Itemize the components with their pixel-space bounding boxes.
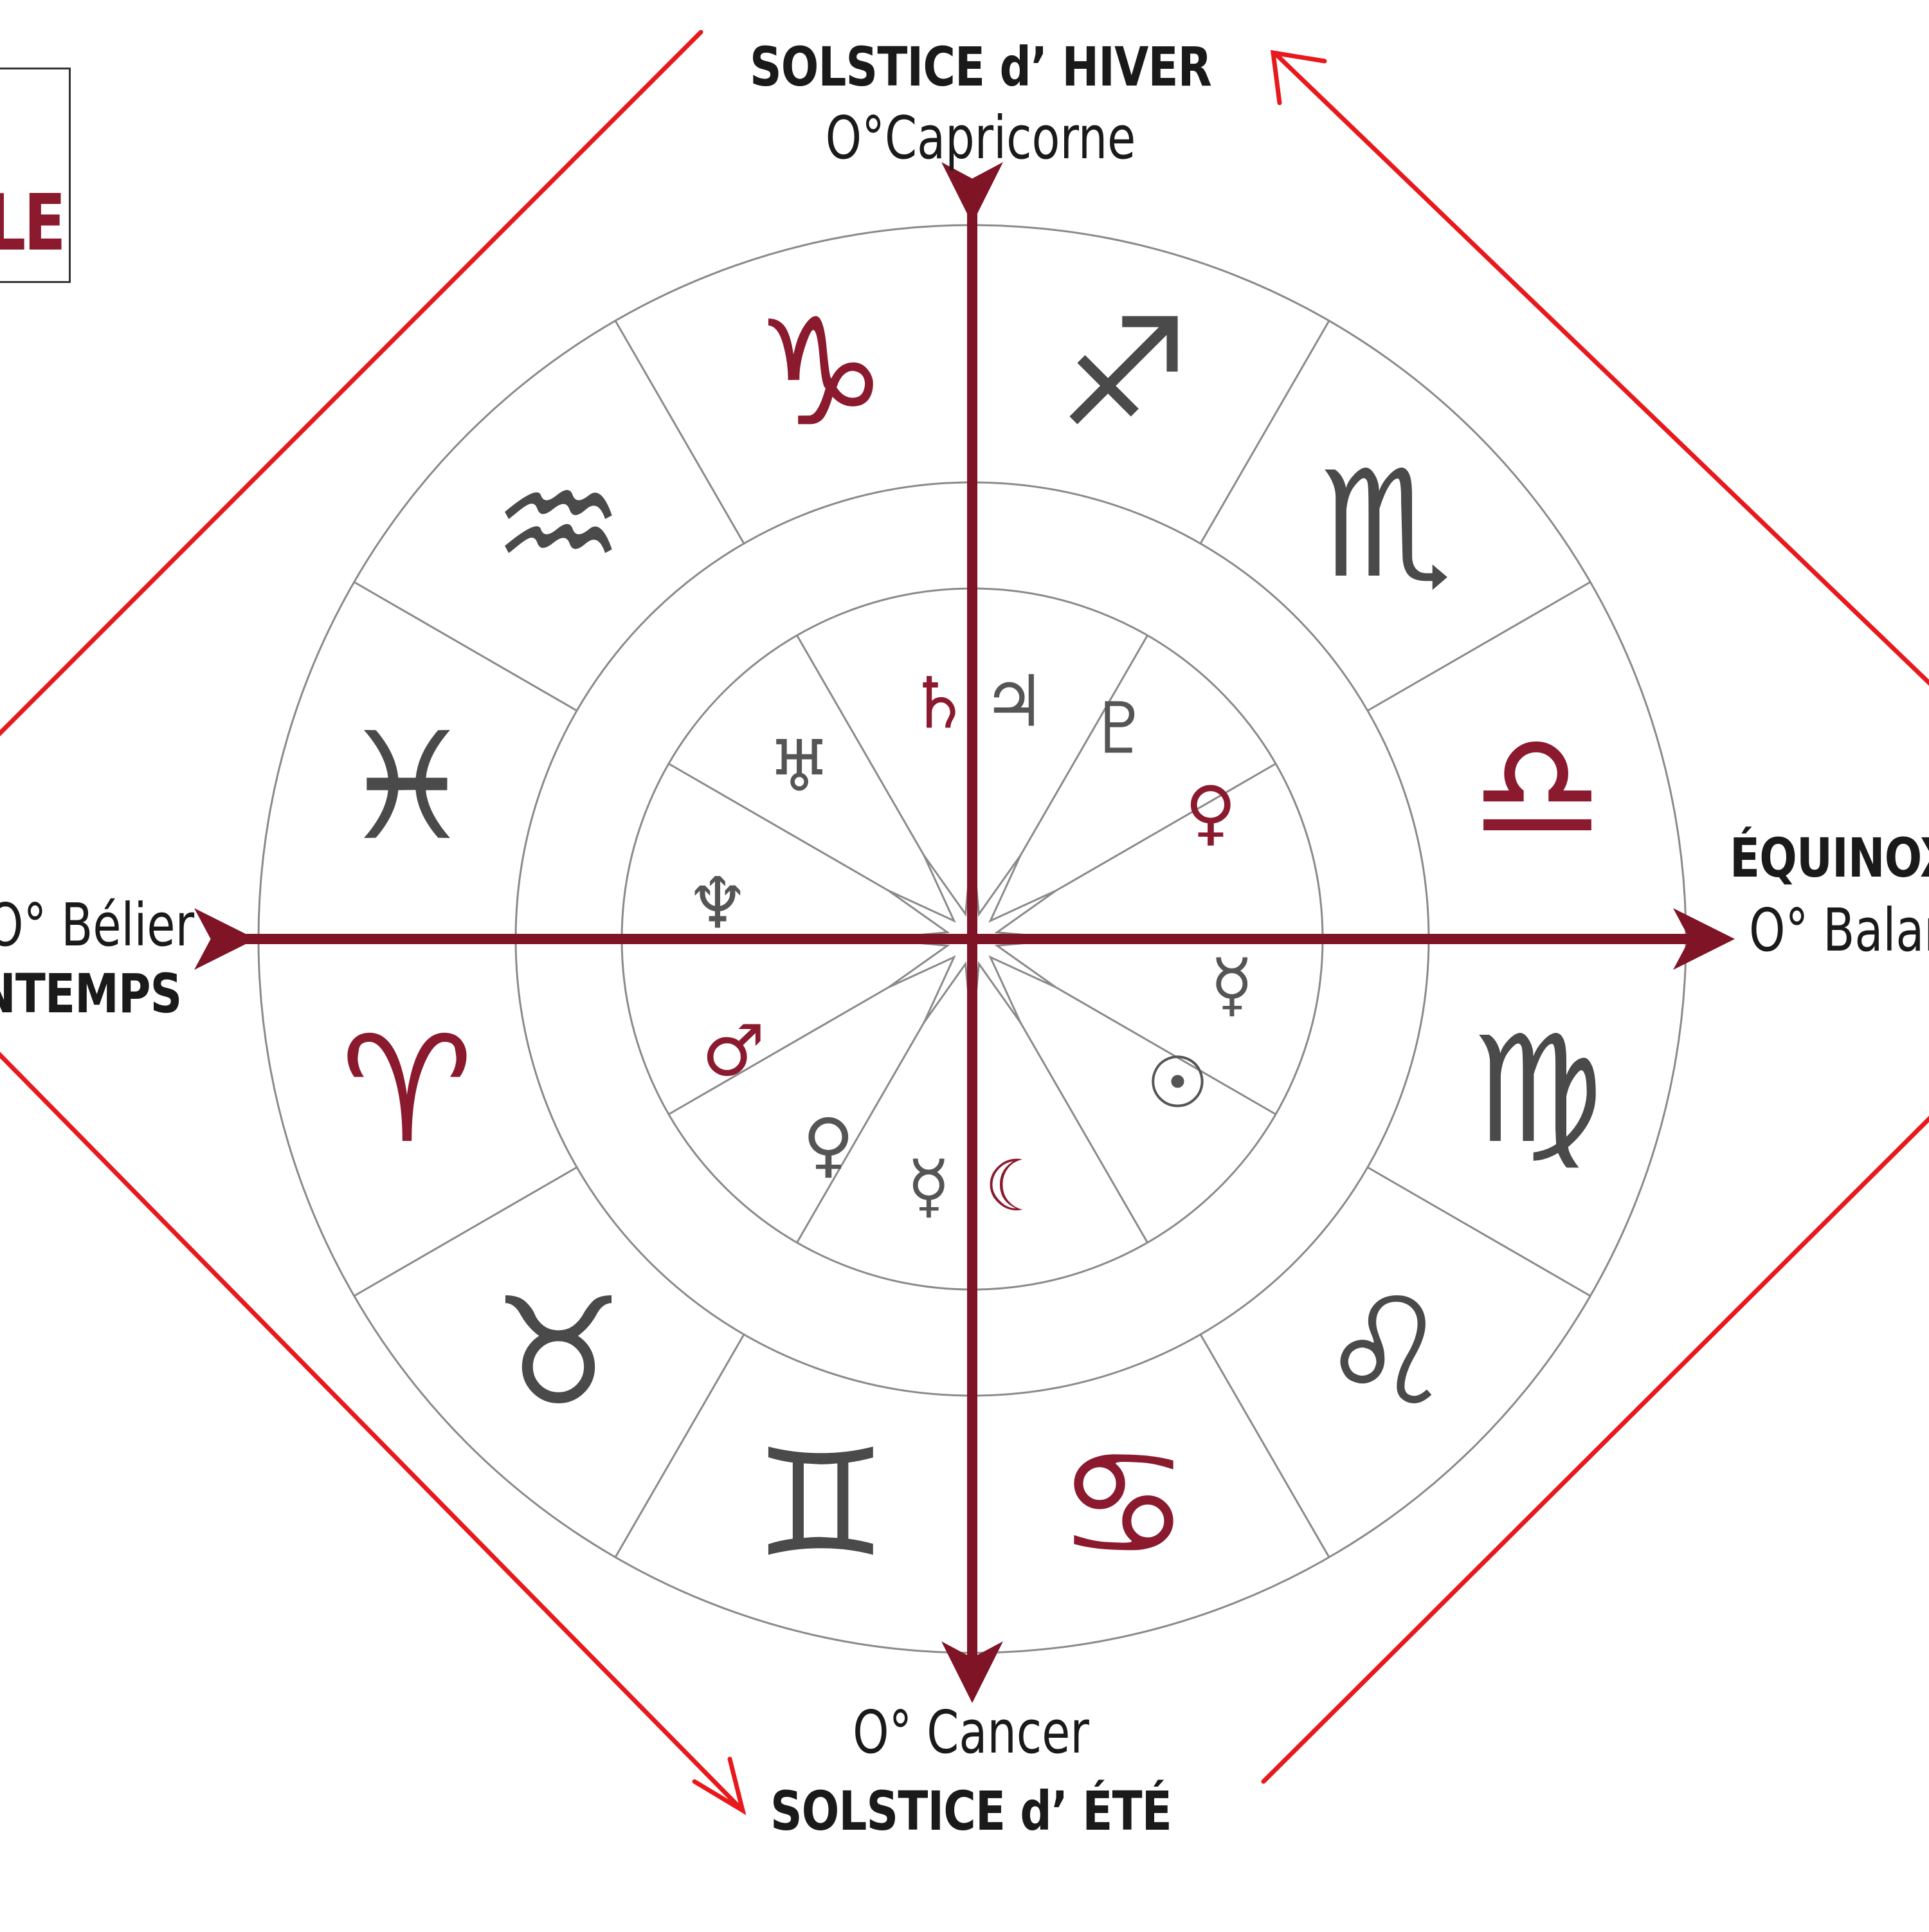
sun-icon: ☉ [1146, 1042, 1209, 1124]
cancer-icon: ♋ [1057, 1418, 1190, 1590]
spring-equinox-label: O° Bélier RINTEMPS [0, 891, 253, 1025]
neptune-icon: ♆ [686, 862, 750, 944]
venus-icon: ♀ [1185, 771, 1237, 853]
planet-divider [796, 1016, 928, 1243]
planet-dividers [668, 635, 1276, 1243]
virgo-icon: ♍ [1471, 1005, 1604, 1176]
mars-icon: ♂ [702, 1009, 765, 1091]
zodiac-glyphs: ♑ ♐ ♏♎ ♍♌ ♋ ♊ ♉♈ ♓♒ [341, 288, 1604, 1590]
zodiac-divider [1199, 320, 1330, 544]
arrow-bottom-right [1261, 1115, 1929, 1784]
arrow-left-bottom [0, 1052, 742, 1810]
winter-solstice-title: SOLSTICE d’ HIVER [749, 35, 1212, 98]
capricorn-degree: O°Capricorne [825, 104, 1136, 172]
saturn-icon: ♄ [907, 662, 971, 745]
autumn-equinox-label: ÉQUINOX O° Balar [1730, 826, 1929, 965]
zodiac-divider [614, 320, 745, 544]
mercury-icon: ☿ [1210, 943, 1254, 1026]
zodiac-divider [1199, 1334, 1330, 1558]
planet-divider [1016, 635, 1148, 862]
summer-solstice-label: O° Cancer SOLSTICE d’ ÉTÉ [630, 1698, 1312, 1843]
mercury-icon-2: ☿ [907, 1145, 951, 1227]
planet-divider [1049, 983, 1276, 1115]
zodiac-divider [614, 1334, 745, 1558]
uranus-icon: ♅ [768, 725, 831, 807]
gemini-icon: ♊ [754, 1418, 887, 1590]
cancer-degree: O° Cancer [853, 1698, 1089, 1767]
libra-degree: O° Balar [1749, 896, 1929, 965]
zodiac-divider [1367, 581, 1591, 712]
taurus-icon: ♉ [492, 1267, 624, 1439]
axes [194, 162, 1735, 1703]
planet-divider [668, 763, 895, 895]
zodiac-divider [1367, 1166, 1591, 1297]
planet-divider [1016, 1016, 1148, 1243]
pluto-icon: ♇ [1088, 687, 1152, 769]
aries-icon: ♈ [341, 1005, 473, 1176]
arrowhead-top [1270, 50, 1327, 105]
aquarius-icon: ♒ [492, 439, 624, 611]
scorpio-icon: ♏ [1319, 439, 1452, 611]
sagittarius-icon: ♐ [1057, 288, 1190, 460]
zodiac-dividers [353, 320, 1591, 1558]
zodiac-divider [353, 1166, 577, 1297]
leo-icon: ♌ [1319, 1267, 1452, 1439]
planet-divider [668, 983, 895, 1115]
equinox-title: ÉQUINOX [1730, 826, 1929, 889]
spring-title: RINTEMPS [0, 962, 182, 1025]
planet-divider [1049, 763, 1276, 895]
aries-degree: O° Bélier [0, 891, 195, 960]
pisces-icon: ♓ [341, 702, 473, 873]
jupiter-icon: ♃ [983, 661, 1046, 743]
moon-icon: ☾ [984, 1145, 1047, 1227]
planet-glyphs: ♄♃♇♀☿☉☾☿♀♂♆♅ [686, 661, 1254, 1227]
arrow-right-top [1274, 52, 1929, 686]
arrowhead-bottom [692, 1756, 747, 1816]
logo-text: LE [0, 179, 66, 268]
summer-solstice-title: SOLSTICE d’ ÉTÉ [770, 1780, 1172, 1843]
arrow-top-left [0, 30, 703, 736]
season-cycle-arrows [0, 30, 1929, 1816]
capricorn-icon: ♑ [754, 288, 887, 460]
planet-divider [796, 635, 928, 862]
winter-solstice-label: SOLSTICE d’ HIVER O°Capricorne [643, 35, 1318, 172]
libra-icon: ♎ [1471, 702, 1604, 873]
zodiac-divider [353, 581, 577, 712]
venus-icon-2: ♀ [802, 1103, 855, 1185]
logo-box: LE [0, 68, 71, 283]
